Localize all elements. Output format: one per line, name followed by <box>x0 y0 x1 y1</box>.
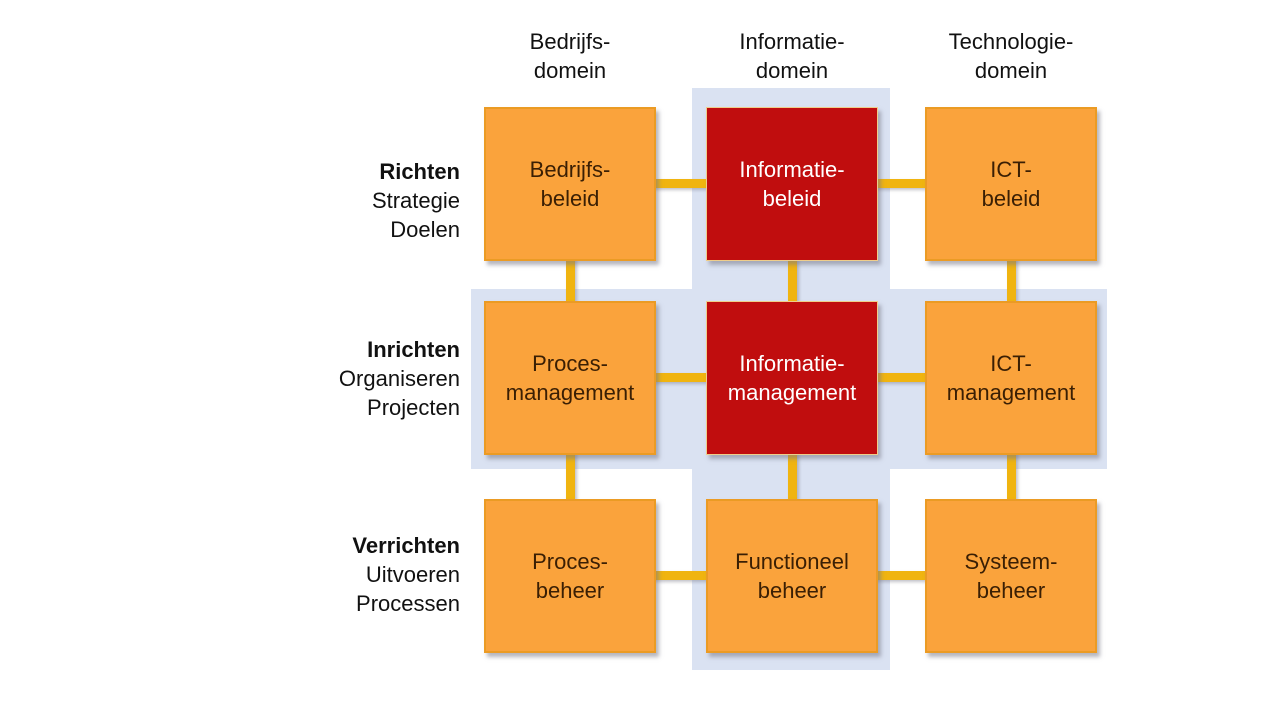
box-label-line2: beheer <box>535 578 605 603</box>
connector-h-inrichten-right <box>872 373 931 382</box>
box-systeem-beheer: Systeem- beheer <box>925 499 1097 653</box>
column-header-line1: Technologie- <box>948 29 1074 54</box>
column-header-line2: domein <box>974 58 1048 83</box>
box-label-line1: Informatie- <box>739 351 845 376</box>
box-label-line2: management <box>946 380 1076 405</box>
row-label-inrichten: Inrichten Organiseren Projecten <box>260 335 460 422</box>
box-label-line1: ICT- <box>990 351 1032 376</box>
box-label-line1: Functioneel <box>735 549 849 574</box>
box-label-line2: beleid <box>981 186 1041 211</box>
box-label-line1: Bedrijfs- <box>529 157 611 182</box>
box-label-line2: beheer <box>976 578 1046 603</box>
connector-v-bedrijfs-bottom <box>566 450 575 504</box>
row-label-line2: Organiseren <box>338 366 460 391</box>
column-header-line1: Bedrijfs- <box>529 29 611 54</box>
box-label-line1: Proces- <box>532 549 608 574</box>
box-label-line2: management <box>727 380 857 405</box>
box-proces-management: Proces- management <box>484 301 656 455</box>
row-label-verrichten: Verrichten Uitvoeren Processen <box>260 531 460 618</box>
box-label-line1: ICT- <box>990 157 1032 182</box>
box-label-line2: beheer <box>757 578 827 603</box>
box-proces-beheer: Proces- beheer <box>484 499 656 653</box>
row-label-line3: Processen <box>356 591 460 616</box>
box-label-line2: beleid <box>762 186 822 211</box>
connector-h-verrichten-left <box>650 571 712 580</box>
row-label-line1: Inrichten <box>367 337 460 362</box>
connector-h-richten-right <box>872 179 931 188</box>
row-label-line3: Projecten <box>367 395 460 420</box>
box-ict-beleid: ICT- beleid <box>925 107 1097 261</box>
connector-h-inrichten-left <box>650 373 712 382</box>
column-header-line1: Informatie- <box>739 29 845 54</box>
box-functioneel-beheer: Functioneel beheer <box>706 499 878 653</box>
column-header-line2: domein <box>533 58 607 83</box>
column-header-informatie-domein: Informatie- domein <box>682 27 902 85</box>
row-label-line2: Uitvoeren <box>365 562 460 587</box>
row-label-line2: Strategie <box>371 188 460 213</box>
column-header-technologie-domein: Technologie- domein <box>901 27 1121 85</box>
connector-v-technologie-bottom <box>1007 450 1016 504</box>
box-label-line2: management <box>505 380 635 405</box>
row-label-line3: Doelen <box>390 217 460 242</box>
column-header-line2: domein <box>755 58 829 83</box>
connector-h-verrichten-right <box>872 571 931 580</box>
box-informatie-management: Informatie- management <box>706 301 878 455</box>
box-ict-management: ICT- management <box>925 301 1097 455</box>
box-label-line1: Proces- <box>532 351 608 376</box>
connector-v-informatie-bottom <box>788 450 797 504</box>
connector-v-bedrijfs-top <box>566 256 575 306</box>
row-label-line1: Verrichten <box>352 533 460 558</box>
column-header-bedrijfs-domein: Bedrijfs- domein <box>460 27 680 85</box>
connector-v-informatie-top <box>788 256 797 306</box>
box-bedrijfs-beleid: Bedrijfs- beleid <box>484 107 656 261</box>
box-label-line1: Informatie- <box>739 157 845 182</box>
box-informatie-beleid: Informatie- beleid <box>706 107 878 261</box>
row-label-line1: Richten <box>379 159 460 184</box>
connector-h-richten-left <box>650 179 712 188</box>
row-label-richten: Richten Strategie Doelen <box>260 157 460 244</box>
connector-v-technologie-top <box>1007 256 1016 306</box>
box-label-line2: beleid <box>540 186 600 211</box>
box-label-line1: Systeem- <box>964 549 1058 574</box>
